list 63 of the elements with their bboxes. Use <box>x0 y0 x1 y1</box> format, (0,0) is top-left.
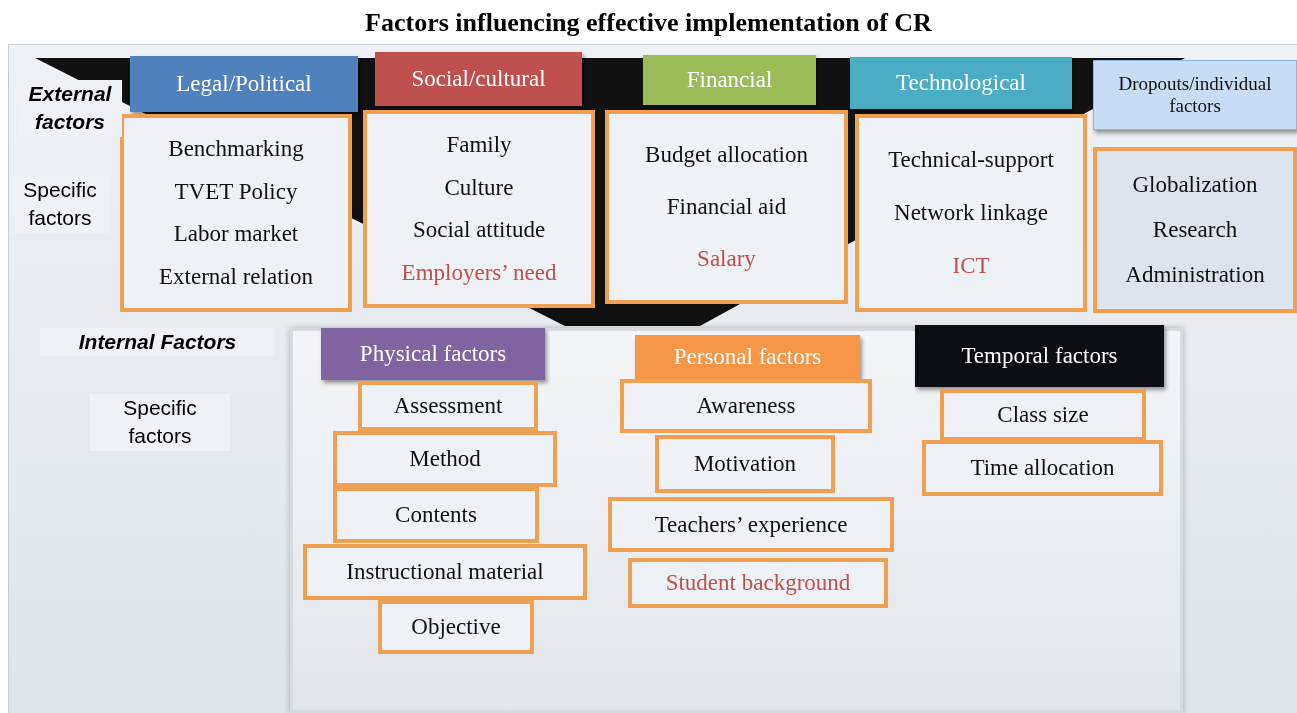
header-text: Dropouts/individual factors <box>1117 73 1273 117</box>
factor-text: Awareness <box>696 393 796 419</box>
category-header <box>915 325 1164 387</box>
category-header <box>635 335 860 379</box>
factor-text: Research <box>1152 217 1238 243</box>
factor-box <box>608 497 894 552</box>
factor-text: Method <box>409 446 481 472</box>
factor-box <box>655 435 835 493</box>
factor-text: Labor market <box>173 221 299 248</box>
factor-text: Network linkage <box>894 200 1048 226</box>
factor-text: Social attitude <box>412 217 546 244</box>
factor-text: Contents <box>395 502 477 528</box>
factor-text: Objective <box>411 614 501 640</box>
factor-text: Student background <box>665 570 851 596</box>
internal-factors-panel <box>290 328 1183 713</box>
factor-box <box>922 440 1163 496</box>
category-header <box>643 55 816 105</box>
category-header <box>321 328 545 380</box>
factor-list-box <box>1093 147 1297 313</box>
header-text: Physical factors <box>359 341 507 367</box>
factor-list-box <box>855 114 1087 312</box>
factor-list-box <box>605 110 848 304</box>
header-text: Temporal factors <box>961 343 1118 369</box>
category-header <box>130 56 358 112</box>
category-header <box>850 57 1072 109</box>
factor-box <box>628 558 888 608</box>
factor-text: Class size <box>997 402 1089 428</box>
factor-text: Family <box>446 132 512 159</box>
factor-text: TVET Policy <box>174 178 298 205</box>
header-text: Legal/Political <box>176 71 312 97</box>
side-label: Specific factors <box>90 394 230 451</box>
factor-box <box>333 487 539 543</box>
header-text: Technological <box>896 70 1026 96</box>
header-text: Social/cultural <box>411 66 546 92</box>
factor-box <box>940 389 1146 441</box>
diagram-title: Factors influencing effective implementation of CR <box>364 8 933 38</box>
factor-box <box>303 544 587 600</box>
factor-text: Culture <box>444 174 514 201</box>
factor-text: External relation <box>159 263 313 290</box>
header-text: Financial <box>686 67 773 93</box>
factor-text: Instructional material <box>346 559 544 585</box>
side-label: Internal Factors <box>40 328 275 357</box>
factor-text: Benchmarking <box>168 136 304 163</box>
factor-text: Salary <box>697 246 756 272</box>
factor-list-box <box>363 110 595 308</box>
category-header <box>375 52 582 106</box>
factor-box <box>378 600 534 654</box>
factor-text: Assessment <box>393 393 503 419</box>
factor-text: Employers’ need <box>401 259 557 286</box>
factor-text: Budget allocation <box>645 142 808 168</box>
factor-text: Globalization <box>1132 172 1258 198</box>
factor-text: Motivation <box>693 451 797 477</box>
factor-text: Time allocation <box>970 455 1115 481</box>
factor-text: Administration <box>1125 262 1265 288</box>
factor-list-box <box>120 114 352 312</box>
factor-text: Teachers’ experience <box>654 511 848 538</box>
factor-text: Technical-support <box>888 147 1054 173</box>
factor-box <box>620 379 872 433</box>
category-header <box>1093 60 1297 130</box>
factor-text: Financial aid <box>666 194 787 220</box>
factor-text: ICT <box>952 253 990 279</box>
header-text: Personal factors <box>673 344 822 370</box>
factor-box <box>358 381 538 431</box>
